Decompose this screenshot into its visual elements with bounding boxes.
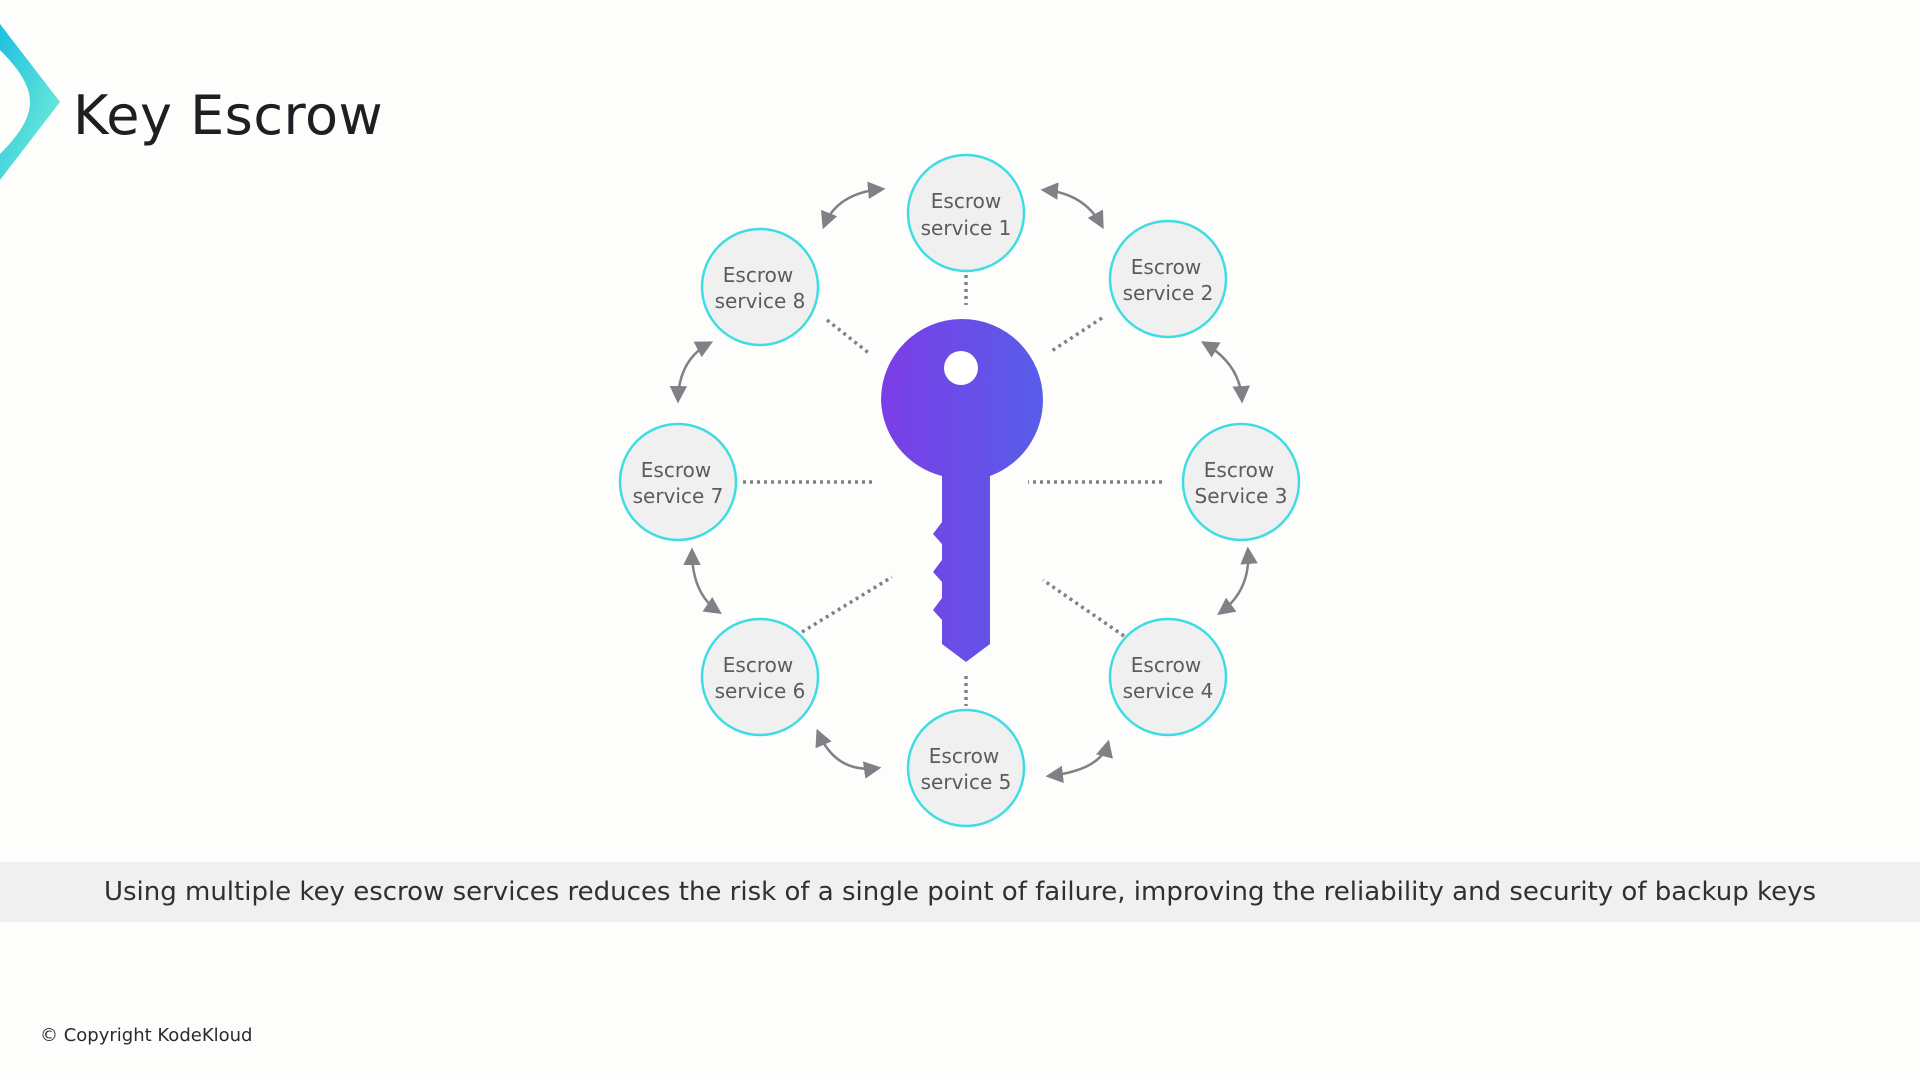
kodekloud-logo-icon xyxy=(0,24,60,180)
dotted-connectors xyxy=(743,275,1162,706)
connector-service-2 xyxy=(1049,316,1103,354)
service-3-line1: Escrow xyxy=(1204,458,1274,482)
escrow-service-6: Escrow service 6 xyxy=(700,617,820,737)
connector-service-8 xyxy=(825,318,872,356)
ring-arrows xyxy=(669,181,1258,784)
key-icon xyxy=(881,319,1043,662)
service-8-line1: Escrow xyxy=(723,263,793,287)
arrow-service-7-8 xyxy=(669,341,714,404)
arrow-service-3-4 xyxy=(1217,546,1258,616)
caption-band: Using multiple key escrow services reduc… xyxy=(0,862,1920,922)
service-7-line1: Escrow xyxy=(641,458,711,482)
arrow-service-4-5 xyxy=(1045,739,1113,784)
service-1-line1: Escrow xyxy=(931,189,1001,213)
service-4-line2: service 4 xyxy=(1123,679,1214,703)
escrow-service-4: Escrow service 4 xyxy=(1108,617,1228,737)
service-6-line1: Escrow xyxy=(723,653,793,677)
copyright-text: © Copyright KodeKloud xyxy=(40,1025,253,1046)
escrow-service-2: Escrow service 2 xyxy=(1108,219,1228,339)
arrow-service-6-7 xyxy=(683,547,722,614)
service-6-line2: service 6 xyxy=(715,679,806,703)
service-7-line2: service 7 xyxy=(633,484,724,508)
caption-text: Using multiple key escrow services reduc… xyxy=(103,877,1817,907)
service-4-line1: Escrow xyxy=(1131,653,1201,677)
service-8-line2: service 8 xyxy=(715,289,806,313)
escrow-service-7: Escrow service 7 xyxy=(618,422,738,542)
escrow-service-5: Escrow service 5 xyxy=(906,708,1026,828)
service-1-line2: service 1 xyxy=(921,216,1012,240)
service-nodes: Escrow service 1 Escrow service 2 Escrow… xyxy=(618,153,1301,828)
service-3-line2: Service 3 xyxy=(1195,484,1288,508)
arrow-service-1-2 xyxy=(1040,182,1104,230)
connector-service-4 xyxy=(1042,578,1125,638)
service-2-line1: Escrow xyxy=(1131,255,1201,279)
arrow-service-5-6 xyxy=(815,728,882,779)
key-hole xyxy=(944,351,978,385)
arrow-service-8-1 xyxy=(820,181,886,230)
escrow-service-1: Escrow service 1 xyxy=(906,153,1026,273)
page-title: Key Escrow xyxy=(73,84,384,147)
service-2-line2: service 2 xyxy=(1123,281,1214,305)
escrow-service-8: Escrow service 8 xyxy=(700,227,820,347)
escrow-service-3: Escrow Service 3 xyxy=(1181,422,1301,542)
service-5-line2: service 5 xyxy=(921,770,1012,794)
arrow-service-2-3 xyxy=(1200,341,1250,404)
connector-service-6 xyxy=(801,575,893,634)
service-5-line1: Escrow xyxy=(929,744,999,768)
key-escrow-diagram: Escrow service 1 Escrow service 2 Escrow… xyxy=(618,153,1301,828)
